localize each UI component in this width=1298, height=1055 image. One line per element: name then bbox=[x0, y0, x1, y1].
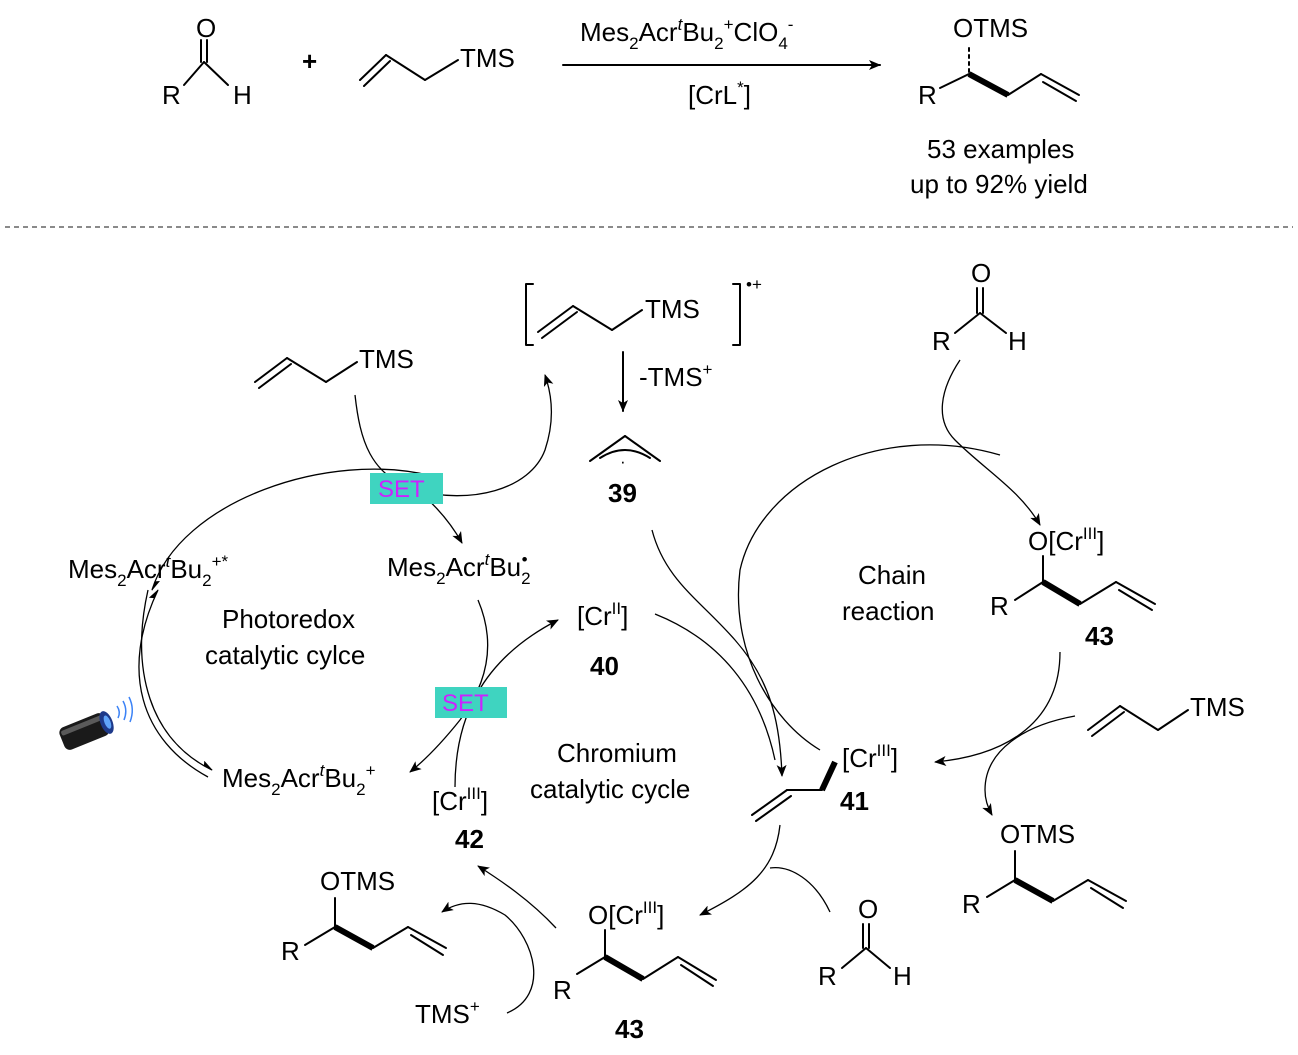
cr-ii-40: [CrII] bbox=[577, 599, 628, 631]
compound-41: 41 bbox=[840, 786, 869, 816]
set-highlight-bottom bbox=[435, 687, 507, 718]
catalyst-label: Mes2AcrtBu2+ClO4- bbox=[580, 15, 793, 53]
otms-label: OTMS bbox=[953, 13, 1028, 43]
atom-h: H bbox=[233, 80, 252, 110]
radical-capture-arrow bbox=[651, 529, 787, 777]
aldehyde-entry-arc bbox=[769, 866, 831, 913]
allyl-tms-right: TMS bbox=[1087, 692, 1245, 737]
set-oxidation-arc bbox=[354, 374, 554, 497]
cr-ii-to-allyl-arc bbox=[654, 613, 776, 761]
silyl-transfer-arrow bbox=[982, 715, 1076, 816]
excited-photocatalyst: Mes2AcrtBu2+* bbox=[68, 552, 229, 590]
chromium-title-1: Chromium bbox=[557, 738, 677, 768]
set-label-top: SET bbox=[378, 476, 425, 503]
allyl-tms-left: TMS bbox=[254, 344, 414, 389]
compound-43-bottom: 43 bbox=[615, 1014, 644, 1044]
set-label-bottom: SET bbox=[442, 690, 489, 717]
atom-r: R bbox=[281, 936, 300, 966]
cycle-arc-right-down bbox=[409, 599, 489, 773]
atom-r: R bbox=[162, 80, 181, 110]
cr-iii-label: [CrIII] bbox=[842, 741, 898, 773]
cr-iii-42: [CrIII] bbox=[432, 784, 488, 816]
tms-cation: TMS+ bbox=[415, 997, 480, 1029]
tms-label: TMS bbox=[359, 344, 414, 374]
compound-40: 40 bbox=[590, 651, 619, 681]
otms-label: OTMS bbox=[1000, 819, 1075, 849]
compound-39: 39 bbox=[608, 478, 637, 508]
otms-label: OTMS bbox=[320, 866, 395, 896]
aldehyde-to-alkoxide-arrow bbox=[941, 359, 1041, 526]
product-bottom-left: OTMS R bbox=[281, 866, 447, 966]
tms-label: TMS bbox=[1190, 692, 1245, 722]
aldehyde-bottom: O R H bbox=[818, 894, 912, 991]
cycle-arc-left-up bbox=[138, 589, 209, 778]
reduced-photocatalyst-radical: Mes2AcrtBu2• bbox=[387, 550, 531, 588]
atom-r: R bbox=[553, 975, 572, 1005]
photoredox-title-2: catalytic cylce bbox=[205, 640, 365, 670]
cycle-arc-left-down bbox=[141, 589, 213, 771]
compound-42: 42 bbox=[455, 824, 484, 854]
atom-r: R bbox=[918, 80, 937, 110]
atom-o: O bbox=[196, 13, 216, 43]
ground-state-photocatalyst: Mes2AcrtBu2+ bbox=[222, 761, 376, 799]
product-right: OTMS R bbox=[962, 819, 1127, 919]
chain-reaction-big-arc bbox=[737, 444, 1001, 751]
atom-o: O bbox=[858, 894, 878, 924]
tms-label: TMS bbox=[645, 294, 700, 324]
minus-tms-label: -TMS+ bbox=[639, 360, 713, 392]
atom-h: H bbox=[1008, 326, 1027, 356]
atom-r: R bbox=[932, 326, 951, 356]
compound-43-right: 43 bbox=[1085, 621, 1114, 651]
atom-r: R bbox=[990, 591, 1009, 621]
tms-label: TMS bbox=[460, 43, 515, 73]
allyl-radical-39: · bbox=[589, 435, 661, 471]
atom-r: R bbox=[962, 889, 981, 919]
aldehyde-right: O R H bbox=[932, 258, 1027, 356]
reaction-conditions: Mes2AcrtBu2+ClO4- [CrL*] bbox=[562, 15, 881, 110]
ocr-label: O[CrIII] bbox=[1028, 524, 1104, 556]
chromium-alkoxide-43-bottom: O[CrIII] R bbox=[553, 898, 717, 1005]
examples-text: 53 examples bbox=[927, 134, 1074, 164]
product-top: OTMS R bbox=[918, 13, 1080, 110]
allyl-tms-radical-cation: TMS •+ bbox=[525, 275, 762, 346]
yield-text: up to 92% yield bbox=[910, 169, 1088, 199]
radical-cation-sign: •+ bbox=[746, 275, 762, 294]
silylation-arrow bbox=[477, 865, 557, 929]
cycle-arc-top-left bbox=[151, 468, 433, 591]
atom-h: H bbox=[893, 961, 912, 991]
allyl-tms-top: TMS bbox=[359, 43, 515, 87]
plus-sign: + bbox=[302, 46, 317, 76]
ocr-label: O[CrIII] bbox=[588, 898, 664, 930]
chain-title-2: reaction bbox=[842, 596, 935, 626]
chromium-title-2: catalytic cycle bbox=[530, 774, 690, 804]
set-highlight-top bbox=[370, 473, 443, 504]
photoredox-title-1: Photoredox bbox=[222, 604, 355, 634]
aldehyde-top: O R H bbox=[162, 13, 252, 110]
atom-r: R bbox=[818, 961, 837, 991]
chromium-catalyst-label: [CrL*] bbox=[688, 78, 751, 110]
allyl-chromium-41: [CrIII] bbox=[751, 741, 898, 822]
chain-propagation-arrow bbox=[934, 651, 1061, 766]
chain-title-1: Chain bbox=[858, 560, 926, 590]
tms-transfer-arrow bbox=[441, 901, 535, 1014]
radical-dot: · bbox=[620, 452, 626, 471]
addition-arrow bbox=[699, 824, 781, 916]
atom-o: O bbox=[971, 258, 991, 288]
chromium-alkoxide-43-right: O[CrIII] R bbox=[990, 524, 1156, 621]
light-source-icon bbox=[59, 696, 133, 750]
